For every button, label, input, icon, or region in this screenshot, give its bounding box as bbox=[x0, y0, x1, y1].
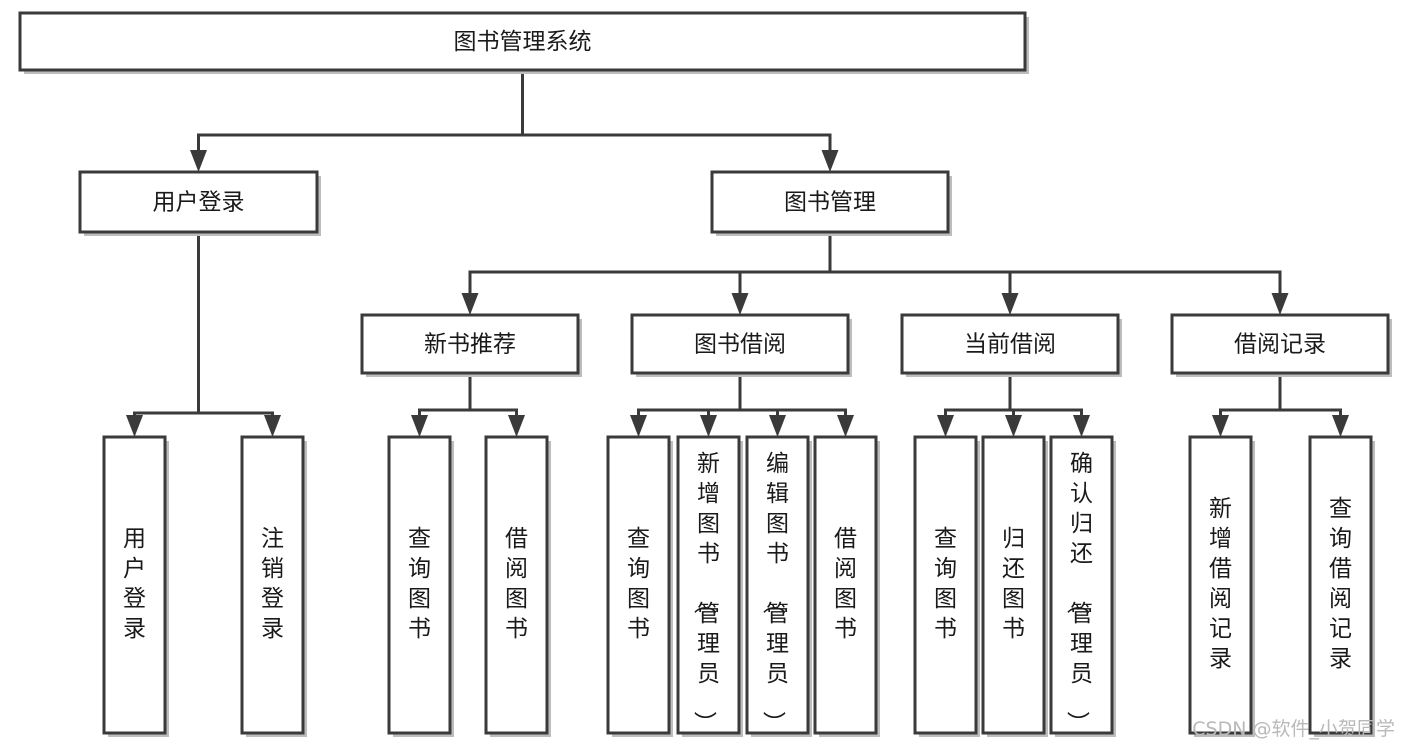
node-box[interactable] bbox=[676, 435, 741, 735]
node-label: 借阅图书 bbox=[834, 526, 857, 642]
node-box[interactable] bbox=[813, 435, 878, 735]
arrow-head-icon bbox=[411, 415, 428, 437]
node-login[interactable]: 用户登录 bbox=[78, 170, 321, 236]
node-label: 查询借阅记录 bbox=[1329, 496, 1352, 672]
node-box[interactable] bbox=[745, 435, 810, 735]
node-box[interactable] bbox=[18, 11, 1027, 72]
arrow-head-icon bbox=[700, 415, 717, 437]
node-leaf-borrow-1[interactable]: 查询图书 bbox=[606, 435, 673, 737]
node-leaf-current-3[interactable]: 确认归还（管理员） bbox=[1049, 435, 1116, 737]
node-label: 当前借阅 bbox=[964, 332, 1056, 358]
node-leaf-login-2[interactable]: 注销登录 bbox=[240, 435, 307, 737]
node-box[interactable] bbox=[102, 435, 167, 735]
node-layer: 图书管理系统用户登录图书管理新书推荐图书借阅当前借阅借阅记录用户登录注销登录查询… bbox=[18, 11, 1392, 737]
node-newbook[interactable]: 新书推荐 bbox=[360, 313, 582, 377]
node-label: 图书管理系统 bbox=[454, 29, 592, 55]
node-box[interactable] bbox=[240, 435, 305, 735]
arrow-head-icon bbox=[837, 415, 854, 437]
arrow-head-icon bbox=[821, 150, 839, 172]
node-box[interactable] bbox=[981, 435, 1046, 735]
arrow-head-icon bbox=[1073, 415, 1090, 437]
node-label: 编辑图书（管理员） bbox=[760, 451, 789, 734]
node-box[interactable] bbox=[484, 435, 549, 735]
node-box[interactable] bbox=[1049, 435, 1114, 735]
node-label: 查询图书 bbox=[934, 526, 957, 642]
node-label: 归还图书 bbox=[1002, 526, 1025, 642]
node-label: 新书推荐 bbox=[424, 332, 516, 358]
node-box[interactable] bbox=[78, 170, 319, 234]
node-box[interactable] bbox=[710, 170, 950, 234]
node-box[interactable] bbox=[1188, 435, 1253, 735]
arrow-head-icon bbox=[461, 293, 479, 315]
node-box[interactable] bbox=[630, 313, 850, 375]
node-label: 新增借阅记录 bbox=[1209, 496, 1232, 672]
node-label: 新增图书（管理员） bbox=[691, 451, 720, 734]
connector-layer bbox=[126, 68, 1349, 437]
arrow-head-icon bbox=[1332, 415, 1349, 437]
arrow-head-icon bbox=[1212, 415, 1229, 437]
node-current[interactable]: 当前借阅 bbox=[900, 313, 1122, 377]
arrow-head-icon bbox=[190, 150, 207, 172]
arrow-head-icon bbox=[264, 415, 281, 437]
node-label: 借阅记录 bbox=[1234, 332, 1326, 358]
node-leaf-records-1[interactable]: 新增借阅记录 bbox=[1188, 435, 1255, 737]
node-label: 用户登录 bbox=[153, 190, 245, 216]
node-label: 图书借阅 bbox=[694, 332, 786, 358]
node-root[interactable]: 图书管理系统 bbox=[18, 11, 1029, 74]
node-records[interactable]: 借阅记录 bbox=[1170, 313, 1392, 377]
arrow-head-icon bbox=[937, 415, 954, 437]
node-bookmgmt[interactable]: 图书管理 bbox=[710, 170, 952, 236]
node-leaf-records-2[interactable]: 查询借阅记录 bbox=[1308, 435, 1375, 737]
node-leaf-newbook-1[interactable]: 查询图书 bbox=[387, 435, 454, 737]
node-leaf-borrow-2[interactable]: 新增图书（管理员） bbox=[676, 435, 743, 737]
node-label: 查询图书 bbox=[627, 526, 650, 642]
node-label: 图书管理 bbox=[784, 190, 876, 216]
node-leaf-current-1[interactable]: 查询图书 bbox=[913, 435, 980, 737]
arrow-head-icon bbox=[126, 415, 143, 437]
node-leaf-borrow-4[interactable]: 借阅图书 bbox=[813, 435, 880, 737]
node-box[interactable] bbox=[900, 313, 1120, 375]
node-label: 注销登录 bbox=[261, 526, 284, 642]
node-label: 借阅图书 bbox=[505, 526, 528, 642]
node-box[interactable] bbox=[913, 435, 978, 735]
node-box[interactable] bbox=[1308, 435, 1373, 735]
arrow-head-icon bbox=[1001, 293, 1019, 315]
node-leaf-borrow-3[interactable]: 编辑图书（管理员） bbox=[745, 435, 812, 737]
node-box[interactable] bbox=[360, 313, 580, 375]
node-box[interactable] bbox=[387, 435, 452, 735]
arrow-head-icon bbox=[630, 415, 647, 437]
arrow-head-icon bbox=[1005, 415, 1022, 437]
node-leaf-current-2[interactable]: 归还图书 bbox=[981, 435, 1048, 737]
node-label: 用户登录 bbox=[123, 526, 146, 642]
arrow-head-icon bbox=[769, 415, 786, 437]
node-label: 查询图书 bbox=[408, 526, 431, 642]
node-box[interactable] bbox=[606, 435, 671, 735]
node-box[interactable] bbox=[1170, 313, 1390, 375]
arrow-head-icon bbox=[731, 293, 749, 315]
node-leaf-login-1[interactable]: 用户登录 bbox=[102, 435, 169, 737]
node-borrow[interactable]: 图书借阅 bbox=[630, 313, 852, 377]
arrow-head-icon bbox=[508, 415, 525, 437]
node-label: 确认归还（管理员） bbox=[1064, 451, 1093, 734]
arrow-head-icon bbox=[1271, 293, 1289, 315]
node-leaf-newbook-2[interactable]: 借阅图书 bbox=[484, 435, 551, 737]
